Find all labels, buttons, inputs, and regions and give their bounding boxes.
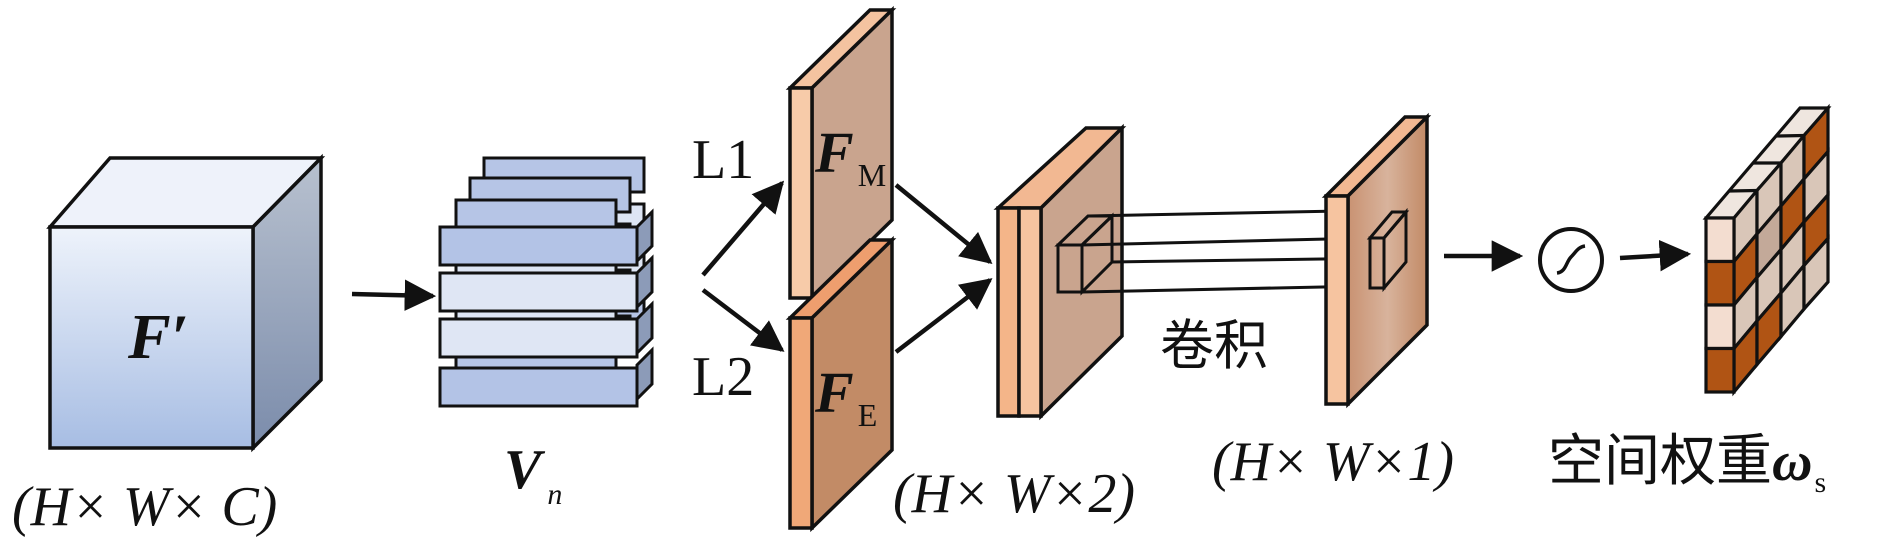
input-feature-cube xyxy=(46,153,326,453)
conv-output-cell xyxy=(1366,207,1410,293)
conv-label: 卷积 xyxy=(1160,314,1268,377)
sigmoid-curve-icon xyxy=(1556,244,1586,275)
arrow-lower-to-concat xyxy=(894,278,993,354)
concat-dims-label: (H× W×2) xyxy=(893,463,1135,525)
arrow-upper-to-concat xyxy=(894,183,993,264)
conv-output-map xyxy=(1321,112,1432,409)
upper-feature-map xyxy=(785,5,897,303)
input-feature-symbol: F′ xyxy=(127,301,189,372)
arrow-to-lower-map xyxy=(701,288,785,352)
arrow-cube-to-vectors xyxy=(351,279,437,312)
spatial-weight-grid xyxy=(1702,103,1832,397)
lower-feature-map xyxy=(785,235,897,533)
branch-label-upper: L1 xyxy=(692,129,754,191)
arrow-to-upper-map xyxy=(701,180,785,277)
conv-dims-label: (H× W×1) xyxy=(1212,431,1454,493)
input-dims-label: (H× W× C) xyxy=(12,476,277,538)
sigmoid-node xyxy=(1538,227,1604,293)
vector-stack xyxy=(438,156,654,408)
output-label: 空间权重ωs xyxy=(1548,429,1826,499)
branch-label-lower: L2 xyxy=(692,346,754,408)
arrow-to-weights xyxy=(1619,239,1692,272)
